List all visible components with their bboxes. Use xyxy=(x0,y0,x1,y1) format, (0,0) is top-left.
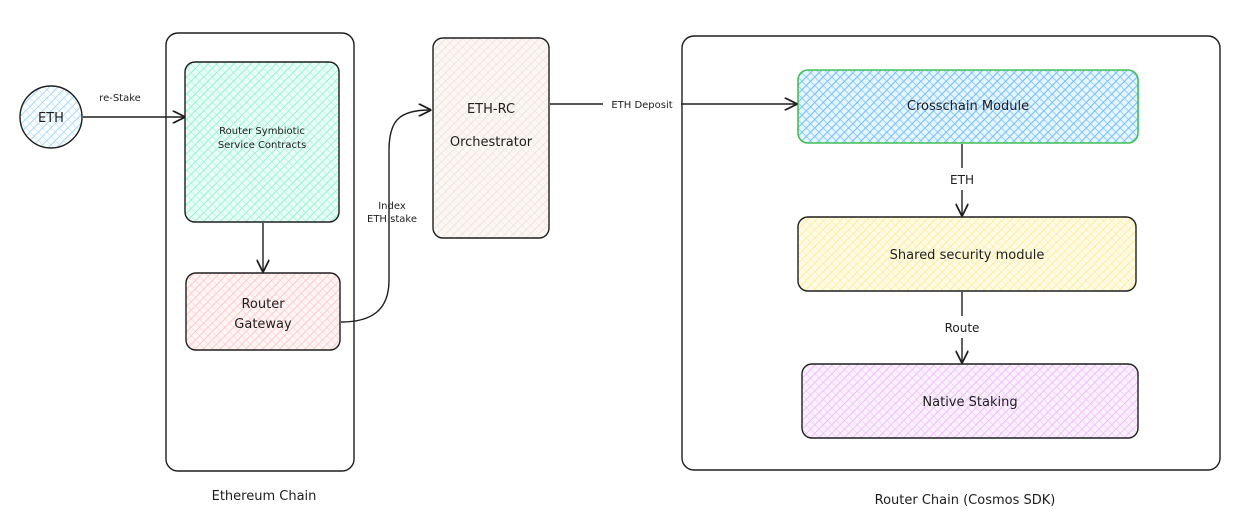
router-chain-label: Router Chain (Cosmos SDK) xyxy=(875,493,1056,508)
eth-deposit-label: ETH Deposit xyxy=(611,100,672,111)
route-edge-label: Route xyxy=(945,321,980,335)
shared-security-module-node: Shared security module xyxy=(797,216,1137,292)
ethereum-chain-label: Ethereum Chain xyxy=(212,489,317,504)
crosschain-module-label: Crosschain Module xyxy=(907,99,1029,114)
eth-deposit-edge: ETH Deposit xyxy=(550,100,796,111)
native-staking-label: Native Staking xyxy=(922,395,1017,410)
router-symbiotic-label-line1: Router Symbiotic xyxy=(219,126,305,137)
eth-flow-label: ETH xyxy=(950,173,974,187)
crosschain-module-node: Crosschain Module xyxy=(797,69,1139,144)
native-staking-node: Native Staking xyxy=(801,363,1139,439)
index-stake-label-line1: Index xyxy=(378,201,406,212)
eth-flow-edge: ETH xyxy=(950,144,974,215)
eth-node: ETH xyxy=(19,85,83,149)
route-edge: Route xyxy=(945,292,980,362)
eth-rc-label-line1: ETH-RC xyxy=(467,102,515,117)
router-chain-container xyxy=(681,35,1221,471)
router-gateway-node: Router Gateway xyxy=(185,272,341,351)
restake-edge-label: re-Stake xyxy=(99,93,141,104)
index-stake-label-line2: ETH stake xyxy=(367,214,417,225)
shared-security-module-label: Shared security module xyxy=(890,248,1045,263)
index-stake-edge: Index ETH stake xyxy=(340,110,430,323)
router-gateway-label-line1: Router xyxy=(241,297,285,312)
ethereum-chain-container xyxy=(165,32,355,472)
router-gateway-label-line2: Gateway xyxy=(234,317,292,332)
router-symbiotic-node: Router Symbiotic Service Contracts xyxy=(184,61,340,223)
eth-rc-orchestrator-node: ETH-RC Orchestrator xyxy=(432,37,550,239)
eth-rc-label-line2: Orchestrator xyxy=(450,135,533,150)
router-symbiotic-label-line2: Service Contracts xyxy=(218,140,306,151)
eth-node-label: ETH xyxy=(38,111,64,126)
restake-edge: re-Stake xyxy=(83,93,184,117)
